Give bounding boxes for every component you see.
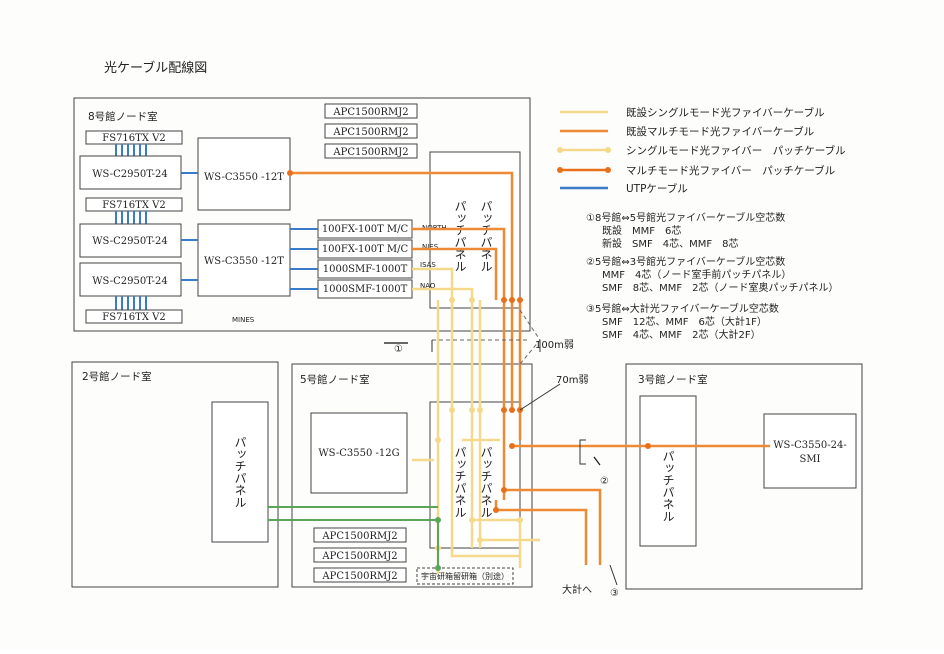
mc-2-label: 100FX-100T M/C (322, 244, 409, 255)
mc-4-label: 1000SMF-1000T (323, 284, 408, 295)
marker-2-arrow (593, 456, 601, 466)
diagram-title: 光ケーブル配線図 (104, 60, 207, 76)
marker-1: ① (394, 344, 403, 355)
fs716-bot-label: FS716TX V2 (102, 312, 165, 323)
apc5-1-label: APC1500RMJ2 (321, 531, 397, 542)
patch-panel-3 (639, 395, 697, 547)
apc8-3-label: APC1500RMJ2 (332, 147, 408, 158)
c3550-5-label: WS-C3550 -12G (318, 448, 399, 459)
patch-panel-8-label-b: パッチパネル (479, 200, 493, 272)
c3550-5 (310, 412, 408, 494)
c3550-b-label: WS-C3550 -12T (204, 256, 284, 267)
mc-3-label: 1000SMF-1000T (323, 264, 408, 275)
utp-bundle-bot (115, 296, 147, 310)
c3550-3 (763, 413, 857, 489)
green-dot-2 (435, 565, 441, 571)
apc8-2 (324, 123, 418, 139)
hand-nao: NAO (420, 282, 436, 290)
sm-cables (412, 267, 540, 574)
taikei-label: 大計へ (562, 583, 592, 596)
note-3: ②5号館⇔3号館光ファイバーケーブル空芯数 (586, 255, 785, 268)
legend-label-1: 既設マルチモード光ファイバーケーブル (626, 125, 814, 138)
c2950-c-label: WS-C2950T-24 (92, 276, 167, 287)
room-8-frame (73, 97, 531, 332)
note-5: SMF 8芯、MMF 2芯（ノード室奥パッチパネル） (602, 281, 838, 294)
route-brackets (431, 340, 618, 586)
room-3-label: 3号館ノード室 (638, 373, 708, 386)
route-lines (432, 309, 541, 365)
marker-3: ③ (610, 588, 619, 599)
legend-dot-2a (557, 147, 563, 153)
c3550-3-label-2: SMI (799, 454, 820, 465)
apc5-3 (313, 567, 407, 583)
dist-100m: 100m弱 (535, 339, 574, 351)
apc5-2-label: APC1500RMJ2 (321, 551, 397, 562)
room-2-label: 2号館ノード室 (82, 370, 152, 383)
utp-bundle-top (115, 144, 147, 156)
mm-dots (287, 170, 651, 513)
c3550-b (197, 223, 291, 297)
fs716-bot (85, 309, 183, 324)
legend-dot-3a (557, 167, 563, 173)
notes: ①8号館⇔5号館光ファイバーケーブル空芯数 既設 MMF 6芯 新設 SMF 4… (586, 211, 838, 341)
patch-panel-8-label-a: パッチパネル (453, 200, 467, 272)
c3550-a-label: WS-C3550 -12T (204, 172, 284, 183)
patch-panel-5 (429, 401, 521, 549)
legend-dot-3b (605, 167, 611, 173)
sm-dots (435, 297, 523, 551)
utp-links-mc (290, 228, 318, 290)
apc8-3 (324, 143, 418, 159)
mm-cables (290, 171, 770, 565)
patch-panel-5-label-a: パッチパネル (453, 446, 467, 518)
utp-bundle-mid (115, 211, 147, 224)
c2950-a (79, 155, 182, 190)
room-8-label: 8号館ノード室 (88, 110, 158, 123)
legend-label-4: UTPケーブル (626, 182, 688, 195)
utyu-label: 宇宙研箱留研箱（別途） (421, 571, 509, 581)
apc5-2 (313, 547, 407, 563)
legend-label-0: 既設シングルモード光ファイバーケーブル (626, 106, 825, 119)
patch-panel-2-label: パッチパネル (233, 436, 247, 508)
note-6: ③5号館⇔大計光ファイバーケーブル空芯数 (586, 302, 779, 315)
room-5-label: 5号館ノード室 (300, 373, 370, 386)
green-dot-1 (435, 517, 441, 523)
apc8-1-label: APC1500RMJ2 (332, 107, 408, 118)
patch-panel-5-label-b: パッチパネル (479, 446, 493, 518)
c3550-3-label-1: WS-C3550-24- (773, 440, 846, 451)
patch-panel-2 (211, 401, 269, 543)
note-1: 既設 MMF 6芯 (602, 224, 681, 237)
hand-nies: NIES (422, 243, 439, 251)
legend-label-3: マルチモード光ファイバー パッチケーブル (626, 164, 835, 177)
apc5-3-label: APC1500RMJ2 (321, 571, 397, 582)
c2950-b-label: WS-C2950T-24 (92, 236, 167, 247)
legend: 既設シングルモード光ファイバーケーブル 既設マルチモード光ファイバーケーブル シ… (557, 106, 846, 195)
note-0: ①8号館⇔5号館光ファイバーケーブル空芯数 (586, 211, 785, 224)
note-8: SMF 4芯、MMF 2芯（大計2F） (602, 328, 761, 341)
note-4: MMF 4芯（ノード室手前パッチパネル） (602, 268, 791, 281)
note-7: SMF 12芯、MMF 6芯（大計1F） (602, 315, 767, 328)
room-2-frame (71, 361, 279, 588)
marker-2: ② (600, 476, 609, 487)
mc-1-label: 100FX-100T M/C (322, 224, 409, 235)
utyu-box (416, 567, 514, 585)
fs716-mid-label: FS716TX V2 (102, 200, 165, 211)
room-3-frame (625, 363, 863, 590)
room-5-frame (291, 363, 533, 588)
note-2: 新設 SMF 4芯、MMF 8芯 (602, 237, 738, 250)
c2950-a-label: WS-C2950T-24 (92, 169, 167, 180)
apc5-1 (313, 527, 407, 543)
hand-isas: ISAS (420, 261, 436, 269)
patch-panel-3-label: パッチパネル (661, 450, 675, 522)
legend-label-2: シングルモード光ファイバー パッチケーブル (626, 144, 846, 157)
fs716-top-label: FS716TX V2 (102, 133, 165, 144)
apc8-2-label: APC1500RMJ2 (332, 127, 408, 138)
legend-dot-2b (605, 147, 611, 153)
hand-mines: MINES (232, 316, 255, 324)
apc8-1 (324, 103, 418, 119)
dist-70m: 70m弱 (556, 374, 588, 386)
